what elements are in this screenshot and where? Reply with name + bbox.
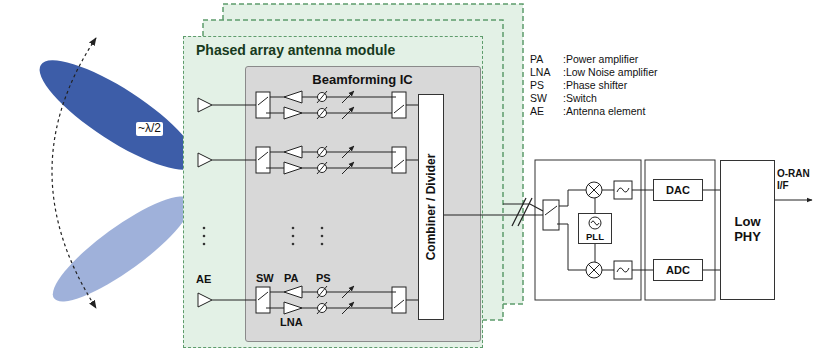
beam-steer-arc [52,38,96,308]
variable-gain [342,302,354,314]
legend-abbr: LNA [530,66,550,78]
rf-switch [543,200,559,230]
phase-shifter [318,164,327,173]
beamforming-ic: Combiner / Divider Beamforming IC [245,66,481,342]
power-amplifier [284,286,302,298]
variable-gain [342,146,354,158]
legend-abbr: SW [530,92,547,104]
dimension-label: ~λ/2 [136,122,163,136]
combiner-divider: Combiner / Divider [418,94,444,320]
component-label: PS [316,272,331,285]
node-text: PLL [586,231,604,242]
filters [614,181,632,279]
node-text: DAC [666,184,690,196]
component-label: SW [256,272,274,285]
variable-gain [342,107,354,119]
rf-chain [198,91,418,119]
adc-box: ADC [653,259,703,281]
antenna-element [198,98,212,112]
tr-switch [392,147,406,173]
mixers [586,182,602,278]
power-amplifier [284,91,302,103]
phase-shifter [318,148,327,157]
phase-shifter [318,93,327,102]
pll-box: PLL [578,213,612,244]
main-beam [27,43,210,187]
node-text: Phased array antenna module [196,42,395,58]
oscillator-symbol [589,217,601,229]
component-label: LNA [280,316,303,329]
rf-chain [198,146,418,174]
phase-shifter [318,109,327,118]
node-text: Combiner / Divider [424,153,438,260]
component-label: PA [284,272,298,285]
converter-box [645,160,715,300]
low-phy-box: Low PHY [720,160,775,300]
legend-desc: :Power amplifier [563,53,638,65]
low-noise-amplifier [284,302,302,314]
continuation-dots [203,227,324,246]
power-amplifier [284,146,302,158]
legend-desc: :Low Noise amplifier [563,66,658,78]
dac-box: DAC [653,179,703,201]
low-noise-amplifier [284,107,302,119]
node-text: Beamforming IC [246,72,480,87]
tr-switch [256,147,270,173]
component-label: AE [196,273,211,286]
legend-abbr: PS [530,79,544,91]
interface-label: O-RAN I/F [777,168,814,191]
rf-wires [559,190,812,270]
rf-chain [198,286,418,314]
node-text: ADC [666,264,690,276]
module-feed-lines [444,198,543,226]
legend-abbr: PA [530,53,543,65]
legend-desc: :Antenna element [563,105,645,117]
variable-gain [342,91,354,103]
low-noise-amplifier [284,162,302,174]
side-beam [41,182,203,316]
antenna-element [198,293,212,307]
tr-switch [256,92,270,118]
node-text: Low PHY [725,215,770,245]
variable-gain [342,286,354,298]
legend-desc: :Switch [563,92,597,104]
rf-frontend-box [535,160,641,300]
phase-shifter [318,288,327,297]
antenna-element [198,153,212,167]
antenna-module: Combiner / Divider Beamforming IC Phased a… [183,36,483,348]
legend-abbr: AE [530,105,544,117]
tr-switch [392,92,406,118]
variable-gain [342,162,354,174]
tr-switch [392,287,406,313]
legend-desc: :Phase shifter [563,79,627,91]
tr-switch [256,287,270,313]
phase-shifter [318,304,327,313]
